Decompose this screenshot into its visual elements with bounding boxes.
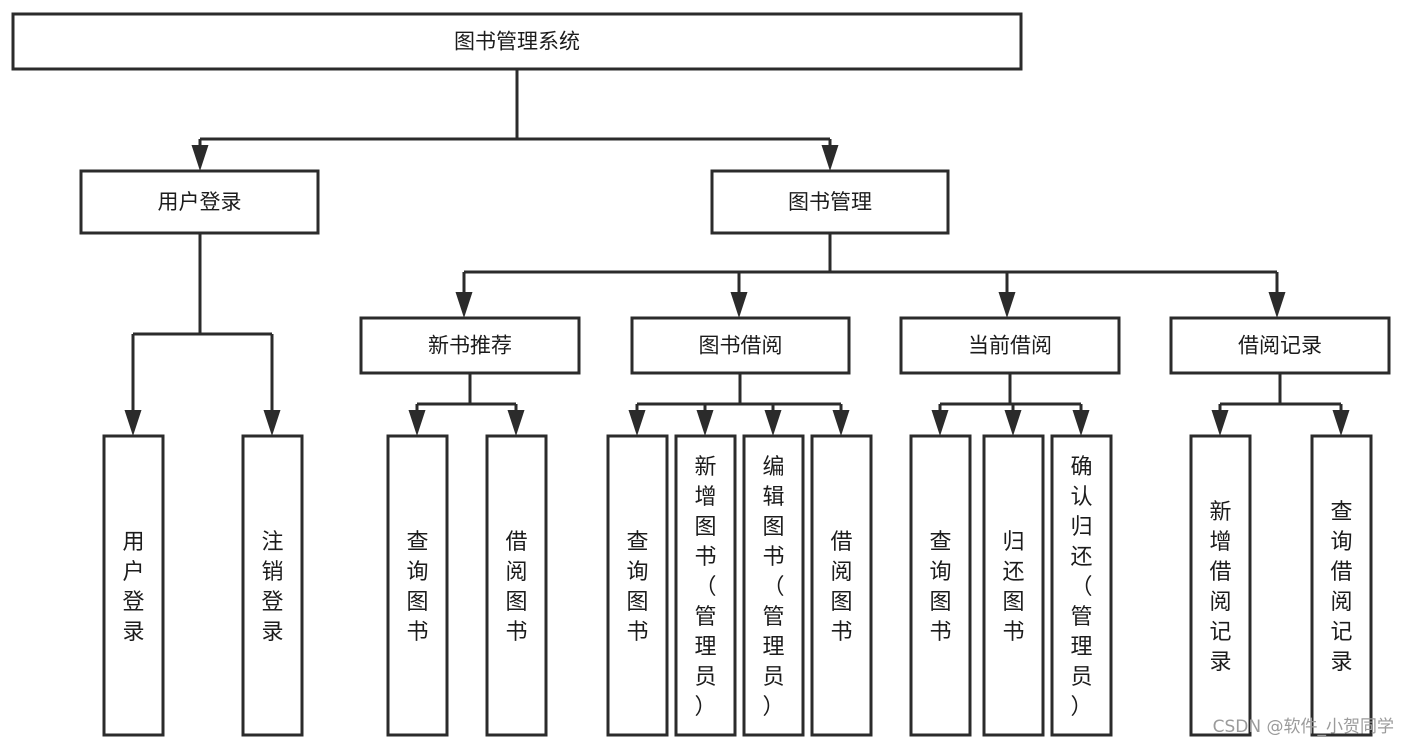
node-label: 确认归还（管理员）	[1070, 455, 1092, 720]
node-label: 图书借阅	[699, 334, 783, 358]
arrow-head-icon	[124, 410, 142, 436]
node-box[interactable]	[810, 434, 873, 737]
node-box[interactable]	[485, 434, 548, 737]
node-current-borrow[interactable]: 当前借阅	[899, 316, 1121, 375]
connector-borrow-record	[1211, 373, 1350, 436]
node-leaf-confirm-return-admin[interactable]: 确认归还（管理员）	[1050, 434, 1113, 737]
node-book-management[interactable]: 图书管理	[710, 169, 950, 235]
node-label: 注销登录	[261, 530, 283, 645]
node-book-borrow[interactable]: 图书借阅	[630, 316, 851, 375]
node-label: 借阅记录	[1238, 334, 1322, 358]
arrow-head-icon	[730, 292, 748, 318]
node-root[interactable]: 图书管理系统	[11, 12, 1023, 71]
arrow-head-icon	[455, 292, 473, 318]
node-leaf-add-borrow-record[interactable]: 新增借阅记录	[1189, 434, 1252, 737]
connector-user-login	[124, 233, 281, 436]
node-borrow-record[interactable]: 借阅记录	[1169, 316, 1391, 375]
connectors-layer	[124, 69, 1350, 436]
node-box[interactable]	[386, 434, 449, 737]
connector-book-management	[455, 233, 1286, 318]
arrow-head-icon	[628, 410, 646, 436]
node-leaf-edit-book-admin[interactable]: 编辑图书（管理员）	[742, 434, 805, 737]
node-leaf-return-book[interactable]: 归还图书	[982, 434, 1045, 737]
node-box[interactable]	[359, 316, 581, 375]
node-label: 图书管理系统	[454, 30, 580, 54]
connector-book-borrow	[628, 373, 850, 436]
node-box[interactable]	[1169, 316, 1391, 375]
node-leaf-add-book-admin[interactable]: 新增图书（管理员）	[674, 434, 737, 737]
node-box[interactable]	[11, 12, 1023, 71]
node-box[interactable]	[674, 434, 737, 737]
node-new-book-recommend[interactable]: 新书推荐	[359, 316, 581, 375]
arrow-head-icon	[998, 292, 1016, 318]
arrow-head-icon	[832, 410, 850, 436]
arrow-head-icon	[1268, 292, 1286, 318]
connector-new-book-recommend	[408, 373, 525, 436]
node-box[interactable]	[630, 316, 851, 375]
node-box[interactable]	[241, 434, 304, 737]
node-box[interactable]	[606, 434, 669, 737]
node-box[interactable]	[899, 316, 1121, 375]
node-box[interactable]	[982, 434, 1045, 737]
node-leaf-user-login[interactable]: 用户登录	[102, 434, 165, 737]
node-leaf-borrow-book-recommend[interactable]: 借阅图书	[485, 434, 548, 737]
node-box[interactable]	[1050, 434, 1113, 737]
arrow-head-icon	[408, 410, 426, 436]
node-label: 用户登录	[122, 530, 144, 645]
node-leaf-query-book-borrow[interactable]: 查询图书	[606, 434, 669, 737]
node-leaf-query-borrow-record[interactable]: 查询借阅记录	[1310, 434, 1373, 737]
arrow-head-icon	[821, 145, 839, 171]
node-label: 查询图书	[929, 530, 951, 645]
arrow-head-icon	[1004, 410, 1022, 436]
nodes-layer: 图书管理系统用户登录图书管理新书推荐图书借阅当前借阅借阅记录用户登录注销登录查询…	[11, 12, 1391, 737]
node-user-login[interactable]: 用户登录	[79, 169, 320, 235]
arrow-head-icon	[931, 410, 949, 436]
node-box[interactable]	[710, 169, 950, 235]
node-label: 用户登录	[158, 190, 242, 214]
node-leaf-logout-login[interactable]: 注销登录	[241, 434, 304, 737]
watermark-label: CSDN @软件_小贺同学	[1213, 717, 1394, 737]
arrow-head-icon	[507, 410, 525, 436]
node-leaf-query-book-current[interactable]: 查询图书	[909, 434, 972, 737]
node-label: 查询借阅记录	[1330, 500, 1352, 675]
arrow-head-icon	[764, 410, 782, 436]
node-label: 查询图书	[406, 530, 428, 645]
node-label: 编辑图书（管理员）	[762, 455, 784, 720]
node-label: 归还图书	[1002, 530, 1024, 645]
node-box[interactable]	[102, 434, 165, 737]
arrow-head-icon	[696, 410, 714, 436]
connector-current-borrow	[931, 373, 1090, 436]
arrow-head-icon	[1332, 410, 1350, 436]
node-leaf-borrow-book[interactable]: 借阅图书	[810, 434, 873, 737]
node-label: 新书推荐	[428, 334, 512, 358]
arrow-head-icon	[191, 145, 209, 171]
node-box[interactable]	[742, 434, 805, 737]
node-label: 新增图书（管理员）	[694, 455, 716, 720]
node-box[interactable]	[909, 434, 972, 737]
node-label: 查询图书	[626, 530, 648, 645]
connector-root	[191, 69, 839, 171]
arrow-head-icon	[263, 410, 281, 436]
node-label: 借阅图书	[505, 530, 527, 645]
node-box[interactable]	[1310, 434, 1373, 737]
node-label: 当前借阅	[968, 334, 1052, 358]
node-label: 新增借阅记录	[1209, 500, 1231, 675]
arrow-head-icon	[1211, 410, 1229, 436]
node-label: 借阅图书	[830, 530, 852, 645]
arrow-head-icon	[1072, 410, 1090, 436]
node-leaf-query-book-recommend[interactable]: 查询图书	[386, 434, 449, 737]
node-box[interactable]	[79, 169, 320, 235]
node-label: 图书管理	[788, 190, 872, 214]
node-box[interactable]	[1189, 434, 1252, 737]
